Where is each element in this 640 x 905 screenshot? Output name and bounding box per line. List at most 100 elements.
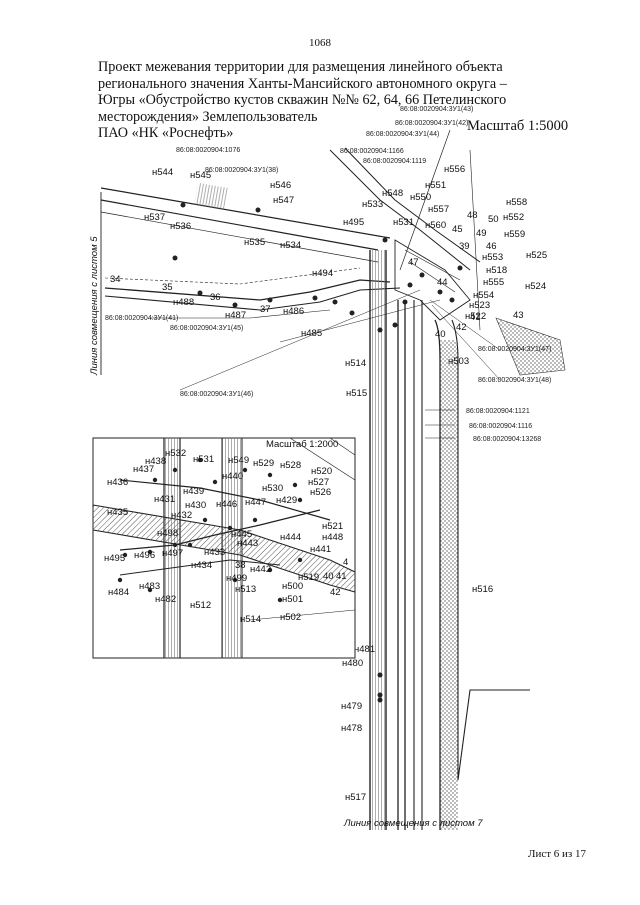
point-label: н515: [346, 388, 367, 399]
point-label: н481: [354, 644, 375, 655]
cadastral-label: 86:08:0020904:3У1(46): [180, 391, 253, 398]
point-label: н523: [469, 300, 490, 311]
point-label: н485: [301, 328, 322, 339]
inset-point: н520: [311, 466, 332, 477]
inset-point: н438: [145, 456, 166, 467]
inset-point: н549: [228, 455, 249, 466]
contour-number: 47: [408, 257, 419, 268]
contour-number: 42: [456, 322, 467, 333]
cadastral-label: 86:08:0020904:1116: [469, 423, 532, 430]
contour-number: 44: [437, 277, 448, 288]
point-label: н487: [225, 310, 246, 321]
point-label: н551: [425, 180, 446, 191]
point-label: н555: [483, 277, 504, 288]
contour-number: 46: [486, 241, 497, 252]
cadastral-label: 86:08:0020904:3У1(48): [478, 377, 551, 384]
inset-point: н498: [157, 528, 178, 539]
inset-point: н526: [310, 487, 331, 498]
point-label: н546: [270, 180, 291, 191]
match-line-bottom: Линия совмещения с листом 7: [343, 818, 483, 829]
contour-number: 34: [110, 274, 121, 285]
cadastral-label: 86:08:0020904:3У1(41): [105, 315, 178, 322]
inset-point: н430: [185, 500, 206, 511]
point-label: н480: [342, 658, 363, 669]
inset-point: н483: [139, 581, 160, 592]
inset-point: н531: [193, 454, 214, 465]
cadastral-label: 86:08:0020904:3У1(44): [366, 131, 439, 138]
title-line: регионального значения Ханты-Мансийского…: [98, 75, 507, 92]
contour-number: 43: [513, 310, 524, 321]
sheet-footer: Лист 6 из 17: [528, 848, 587, 860]
point-label: н503: [448, 356, 469, 367]
inset-point: н495: [104, 553, 125, 564]
inset-point: н435: [107, 507, 128, 518]
inset-point: н429: [276, 495, 297, 506]
inset-point: н532: [165, 448, 186, 459]
title-line: ПАО «НК «Роснефть»: [98, 125, 234, 142]
inset-point: н448: [322, 532, 343, 543]
point-label: н548: [382, 188, 403, 199]
point-label: н495: [343, 217, 364, 228]
inset-point: н496: [134, 550, 155, 561]
cadastral-label: 86:08:0020904:1076: [176, 147, 240, 154]
cadastral-label: 86:08:0020904:1119: [363, 158, 426, 165]
inset-point: н499: [226, 573, 247, 584]
inset-point: н529: [253, 458, 274, 469]
inset-scale: Масштаб 1:2000: [266, 439, 338, 450]
inset-point: н484: [108, 587, 129, 598]
point-label: н486: [283, 306, 304, 317]
point-label: н531: [393, 217, 414, 228]
point-label: н544: [152, 167, 173, 178]
inset-contour-number: 4: [343, 557, 348, 568]
inset-contour-number: 40: [323, 571, 334, 582]
inset-point: н437: [133, 464, 154, 475]
inset-point: н500: [282, 581, 303, 592]
main-point-markers: [172, 202, 463, 703]
inset-point: н502: [280, 612, 301, 623]
page-number: 1068: [309, 37, 331, 49]
point-label: н537: [144, 212, 165, 223]
cadastral-label: 86:08:0020904:1166: [340, 148, 404, 155]
inset-point: н433: [204, 547, 225, 558]
cadastral-label: 86:08:0020904:3У1(42): [395, 120, 468, 127]
point-label: н514: [345, 358, 366, 369]
point-label: н518: [486, 265, 507, 276]
inset-point: н439: [183, 486, 204, 497]
contour-number: 36: [210, 292, 221, 303]
point-label: н488: [173, 297, 194, 308]
inset-point: н431: [154, 494, 175, 505]
inset-point: н528: [280, 460, 301, 471]
point-label: н478: [341, 723, 362, 734]
inset-map: Масштаб 1:2000 н532 н438 н531 н549 н529 …: [92, 437, 356, 659]
inset-point: н436: [107, 477, 128, 488]
point-label: н516: [472, 584, 493, 595]
inset-point: н482: [155, 594, 176, 605]
point-label: н560: [425, 220, 446, 231]
contour-number: 48: [467, 210, 478, 221]
contour-number: 41: [470, 312, 481, 323]
inset-point: н513: [235, 584, 256, 595]
cadastral-label: 86:08:0020904:13268: [473, 436, 541, 443]
contour-number: 45: [452, 224, 463, 235]
point-label: н479: [341, 701, 362, 712]
title-line: Проект межевания территории для размещен…: [98, 59, 503, 75]
cadastral-label: 86:08:0020904:3У1(45): [170, 325, 243, 332]
point-label: н522: [465, 311, 486, 322]
inset-point: н444: [280, 532, 301, 543]
contour-number: 49: [476, 228, 487, 239]
inset-point: н497: [162, 548, 183, 559]
contour-number: 40: [435, 329, 446, 340]
document-title: Проект межевания территории для размещен…: [98, 59, 553, 142]
inset-point: н446: [216, 499, 237, 510]
title-line: Югры «Обустройство кустов скважин №№ 62,…: [98, 92, 507, 109]
point-label: н517: [345, 792, 366, 803]
point-label: н553: [482, 252, 503, 263]
inset-point: н501: [282, 594, 303, 605]
point-label: н558: [506, 197, 527, 208]
inset-contour-number: 41: [336, 571, 347, 582]
inset-point: н530: [262, 483, 283, 494]
cadastral-label: 86:08:0020904:3У1(43): [400, 106, 473, 113]
inset-point: н514: [240, 614, 261, 625]
point-label: н556: [444, 164, 465, 175]
